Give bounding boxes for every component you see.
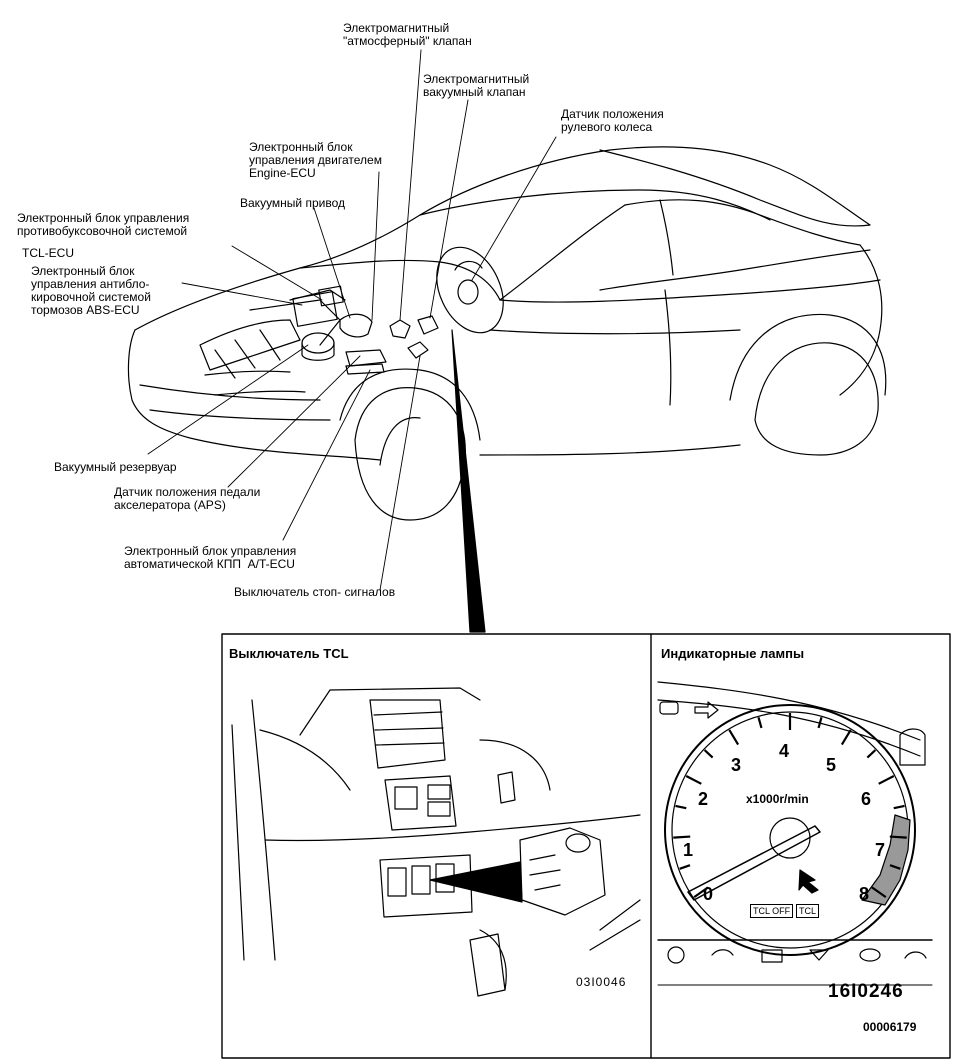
gauge-number-4: 4: [779, 741, 790, 761]
engine-bay: [199, 289, 346, 396]
gauge-number-6: 6: [861, 789, 872, 809]
gauge-tick: [817, 717, 823, 729]
gauge-tick: [757, 717, 763, 729]
label-steering-sensor: Датчик положения рулевого колеса: [561, 107, 664, 134]
gauge-tick: [728, 729, 740, 746]
gauge-tick: [685, 774, 702, 785]
figure-code: 00006179: [863, 1020, 917, 1034]
label-abs-ecu: Электронный блок управления антибло- кир…: [31, 264, 151, 317]
tcl-switch-drawing: [231, 687, 641, 997]
gauge-tick: [866, 749, 877, 759]
tcl-switch-title: Выключатель TCL: [229, 646, 349, 661]
pointer-wedge: [451, 329, 486, 633]
leader-lines: [147, 49, 557, 591]
label-aps: Датчик положения педали акселератора (AP…: [114, 485, 261, 512]
gauge-number-5: 5: [826, 755, 837, 775]
components: [292, 246, 504, 375]
indicator-title: Индикаторные лампы: [661, 646, 805, 661]
gauge-tick: [675, 804, 687, 810]
gauge-unit: x1000r/min: [746, 792, 809, 806]
gauge-tick: [893, 804, 905, 810]
gauge-tick: [679, 864, 691, 870]
label-vacuum-actuator: Вакуумный привод: [240, 196, 345, 210]
tcl-switch-code: 03I0046: [576, 975, 627, 989]
label-vac-valve: Электромагнитный вакуумный клапан: [423, 72, 530, 99]
label-at-ecu: Электронный блок управления автоматическ…: [124, 544, 297, 571]
tcl-off-lamp: TCL OFF: [750, 904, 794, 918]
tcl-lamp: TCL: [796, 904, 820, 918]
gauge-number-1: 1: [683, 840, 694, 860]
label-stop-switch: Выключатель стоп- сигналов: [234, 585, 396, 599]
gauge-tick: [840, 729, 852, 746]
gauge-number-2: 2: [698, 789, 709, 809]
gauge-number-7: 7: [875, 840, 886, 860]
label-tcl-ecu: Электронный блок управления противобуксо…: [17, 211, 190, 238]
tachometer-drawing: [657, 681, 933, 986]
label-atm-valve: Электромагнитный "атмосферный" клапан: [343, 21, 472, 48]
gauge-tick: [693, 886, 709, 899]
gauge-number-3: 3: [731, 755, 742, 775]
gauge-tick: [871, 886, 887, 899]
label-engine-ecu: Электронный блок управления двигателем E…: [249, 140, 382, 180]
gauge-tick: [878, 774, 895, 785]
gauge-number-0: 0: [703, 884, 714, 904]
gauge-tick: [889, 864, 901, 870]
gauge-tick: [889, 835, 907, 839]
label-tcl-ecu-code: TCL-ECU: [22, 246, 75, 260]
indicator-code: 16I0246: [828, 981, 904, 1002]
panel-frame: [221, 633, 951, 1059]
gauge-tick: [673, 835, 691, 839]
gauge-number-8: 8: [859, 884, 870, 904]
label-vacuum-tank: Вакуумный резервуар: [54, 460, 177, 474]
gauge-tick: [703, 749, 714, 759]
